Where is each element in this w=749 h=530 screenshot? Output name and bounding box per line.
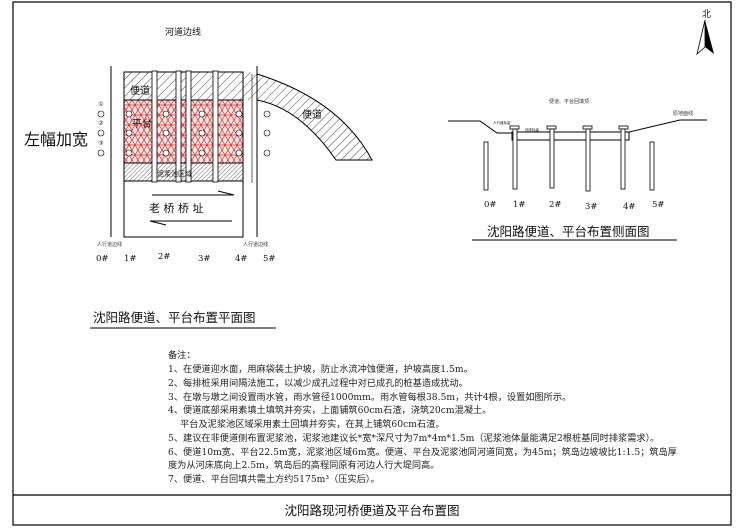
sheet-border — [12, 1, 732, 526]
plan-view: 河道边线 左幅加宽 便道 平台 泥浆池区域 便道 — [24, 26, 373, 329]
pile-row-label: ② — [98, 120, 103, 127]
pile-row-label: ① — [98, 101, 103, 108]
pile-cap — [618, 125, 629, 130]
pier-label: 5# — [652, 200, 665, 210]
note-line: 4、便道底部采用素填土填筑并夯实，上面铺筑60cm石渣，浇筑20cm混凝土。 — [168, 404, 491, 416]
pier-strips — [151, 70, 219, 183]
river-edge-label: 河道边线 — [165, 26, 201, 38]
flow-arrow-left — [149, 220, 232, 226]
old-bridge-label: 老 桥 桥 址 — [149, 201, 204, 215]
pile — [649, 141, 655, 191]
notes-heading: 备注： — [168, 349, 196, 361]
north-label: 北 — [702, 9, 711, 20]
pier-strip — [212, 70, 219, 183]
platform-band — [123, 99, 244, 164]
pile-cap — [582, 125, 593, 130]
notes: 备注： 1、在便道迎水面，用麻袋装土护坡，防止水流冲蚀便道，护坡高度1.5m。 … — [168, 349, 677, 485]
riverbed-elevation-label: 河床标高 — [525, 127, 539, 132]
mud-pool-label: 泥浆池区域 — [157, 169, 192, 178]
road-label: 便道 — [130, 84, 150, 97]
pier-label: 1# — [124, 254, 137, 264]
pier-strip — [151, 70, 158, 183]
plan-title: 沈阳路便道、平台布置平面图 — [93, 310, 256, 325]
piles — [483, 128, 655, 192]
platform-deck — [511, 131, 630, 141]
note-line: 平台及泥浆池区域采用素土回填并夯实，在其上铺筑60cm石渣。 — [168, 418, 445, 430]
flow-arrow-right — [152, 190, 235, 196]
pile — [549, 128, 555, 189]
side-pier-labels: 0# 1# 2# 3# 4# 5# — [484, 200, 665, 212]
left-widen-label: 左幅加宽 — [24, 130, 88, 149]
side-title: 沈阳路便道、平台布置侧面图 — [487, 224, 650, 239]
north-arrow-icon — [696, 19, 714, 56]
ground-line-right — [628, 119, 707, 133]
drawing-title: 沈阳路现河桥便道及平台布置图 — [284, 503, 459, 518]
pier-label: 5# — [263, 254, 276, 264]
note-line: 6、便道10m宽、平台22.5m宽，泥浆池区域6m宽。便道、平台及泥浆池同河道同… — [168, 446, 677, 458]
note-line: 1、在便道迎水面，用麻袋装土护坡，防止水流冲蚀便道，护坡高度1.5m。 — [168, 363, 473, 375]
road-band-extension — [243, 72, 257, 100]
note-line: 3、在墩与墩之间设置雨水管，雨水管径1000mm。雨水管每根38.5m，共计4根… — [168, 391, 571, 403]
pier-label: 3# — [585, 202, 598, 212]
pier-label: 0# — [484, 200, 497, 210]
fill-top-label: 便道、平台回填顶 — [549, 98, 589, 105]
pier-label: 3# — [198, 254, 211, 264]
note-line: 2、每排桩采用间隔法施工，以减少成孔过程中对已成孔的桩基造成扰动。 — [168, 377, 468, 389]
pile — [512, 128, 518, 190]
side-view: 便道、平台回填顶 原地面线 人行道标高 河床标高 0# 1# 2# 3# 4# … — [448, 98, 707, 241]
pier-label: 2# — [549, 200, 562, 210]
pile-row-2 — [97, 129, 271, 137]
note-line: 度为从河床底向上2.5m，筑岛后的高程同原有河边人行大堤同高。 — [168, 459, 439, 471]
pier-label: 4# — [623, 202, 636, 212]
pier-label: 4# — [235, 254, 248, 264]
curved-road — [256, 73, 373, 161]
pier-label: 1# — [513, 200, 526, 210]
pile — [585, 128, 591, 192]
pile-cap — [546, 125, 557, 130]
note-line: 7、便道、平台回填共需土方约5175m³（压实后）。 — [168, 473, 380, 485]
pile-row-label: ③ — [98, 140, 103, 147]
pier-strip — [175, 70, 182, 183]
pile-row-3 — [97, 149, 271, 157]
sidewalk-elevation-label: 人行道标高 — [493, 120, 511, 125]
pile — [483, 141, 489, 191]
pier-strip — [185, 70, 192, 183]
pile — [620, 128, 626, 190]
pile-row-1 — [97, 110, 271, 118]
plan-pier-labels: 0# 1# 2# 3# 4# 5# — [96, 252, 276, 264]
sidewalk-label-left: 人行道边线 — [97, 241, 122, 248]
pier-label: 0# — [96, 254, 109, 264]
note-line: 5、建议在非便道侧布置泥浆池，泥浆池建议长*宽*深尺寸为7m*4m*1.5m（泥… — [168, 432, 659, 444]
pile-markers: ① ② ③ — [97, 101, 271, 157]
ground-line-left — [448, 120, 512, 134]
curved-road-label: 便道 — [302, 108, 322, 121]
pier-label: 2# — [158, 252, 171, 262]
pile-cap — [509, 125, 520, 130]
platform-label: 平台 — [132, 117, 152, 130]
sidewalk-label-right: 人行道边线 — [243, 241, 268, 248]
ground-line-label: 原地面线 — [673, 110, 693, 117]
